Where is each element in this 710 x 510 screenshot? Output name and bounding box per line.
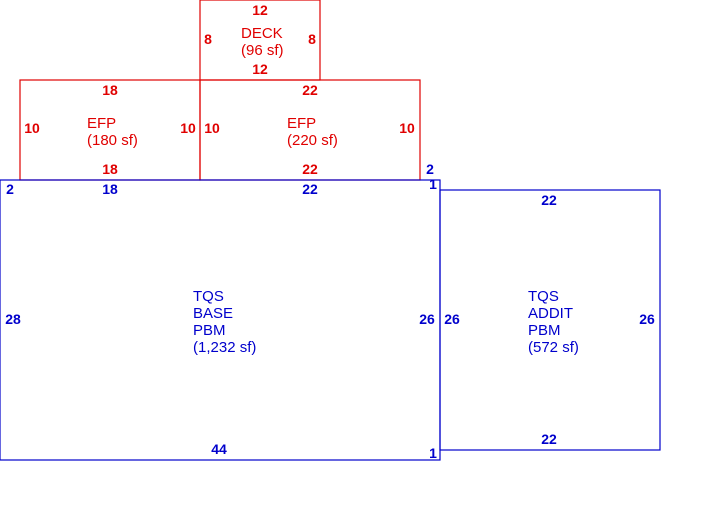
- tqs-base-dim-corner-top-left: 2: [6, 181, 14, 197]
- tqs-base-dim-corner-top-right: 1: [429, 176, 437, 192]
- efp-right-dim-offset: 2: [426, 161, 434, 177]
- tqs-base-dim-right: 26: [419, 311, 435, 327]
- efp-right-name: EFP: [287, 115, 316, 132]
- deck-name: DECK: [241, 25, 283, 42]
- tqs-base-dim-bottom: 44: [211, 441, 227, 457]
- efp-left-dim-top: 18: [102, 82, 118, 98]
- efp-left-dim-right: 10: [180, 120, 196, 136]
- deck-dim-bottom: 12: [252, 61, 268, 77]
- efp-right-dim-left: 10: [204, 120, 220, 136]
- deck-dim-left: 8: [204, 31, 212, 47]
- efp-left-area: (180 sf): [87, 132, 138, 149]
- tqs-addit-outline: [439, 189, 661, 451]
- tqs-base-name-line-1: TQS: [193, 288, 224, 305]
- deck-dim-right: 8: [308, 31, 316, 47]
- tqs-base-dim-top-left: 18: [102, 181, 118, 197]
- tqs-base-dim-corner-bottom-right: 1: [429, 445, 437, 461]
- tqs-addit-dim-top: 22: [541, 192, 557, 208]
- efp-right-area: (220 sf): [287, 132, 338, 149]
- tqs-addit-dim-right: 26: [639, 311, 655, 327]
- tqs-addit-name-line-2: ADDIT: [528, 305, 573, 322]
- tqs-addit-name-line-1: TQS: [528, 288, 559, 305]
- tqs-addit-name-line-3: PBM: [528, 322, 561, 339]
- efp-right-dim-top: 22: [302, 82, 318, 98]
- efp-left-dim-left: 10: [24, 120, 40, 136]
- deck-area: (96 sf): [241, 42, 284, 59]
- efp-right-dim-right: 10: [399, 120, 415, 136]
- tqs-base-name-line-3: PBM: [193, 322, 226, 339]
- tqs-base-dim-top-right: 22: [302, 181, 318, 197]
- tqs-base-dim-left: 28: [5, 311, 21, 327]
- tqs-base-name-line-2: BASE: [193, 305, 233, 322]
- efp-left-name: EFP: [87, 115, 116, 132]
- deck-dim-top: 12: [252, 2, 268, 18]
- tqs-base-area: (1,232 sf): [193, 339, 256, 356]
- efp-right-dim-bottom: 22: [302, 161, 318, 177]
- efp-left-dim-bottom: 18: [102, 161, 118, 177]
- tqs-addit-dim-bottom: 22: [541, 431, 557, 447]
- tqs-addit-dim-left: 26: [444, 311, 460, 327]
- tqs-addit-area: (572 sf): [528, 339, 579, 356]
